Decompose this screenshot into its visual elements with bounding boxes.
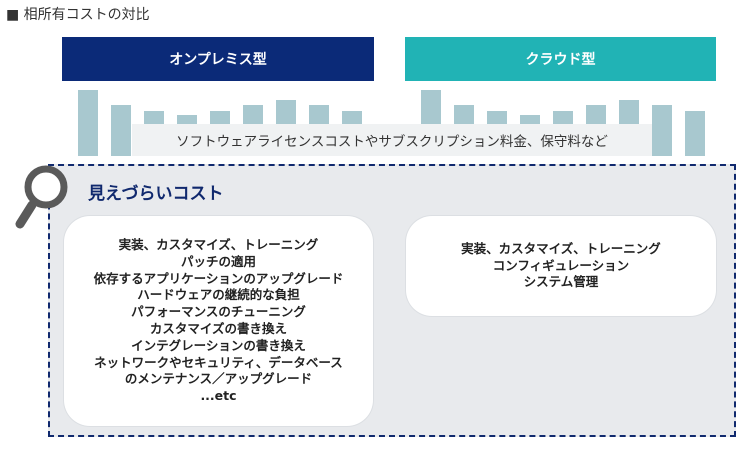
cost-bar — [685, 111, 705, 156]
page-title: ■ 相所有コストの対比 — [6, 7, 150, 23]
list-item: ネットワークやセキュリティ、データベース — [94, 354, 343, 370]
list-item: インテグレーションの書き換え — [131, 337, 306, 353]
list-item: カスタマイズの書き換え — [149, 321, 288, 336]
onprem-hidden-costs-card: 実装、カスタマイズ、トレーニング パッチの適用 依存するアプリケーションのアップ… — [64, 216, 373, 426]
list-item: ...etc — [200, 388, 237, 404]
cost-bar — [111, 105, 131, 156]
onprem-header: オンプレミス型 — [62, 37, 374, 81]
list-item: 実装、カスタマイズ、トレーニング — [118, 237, 319, 253]
hidden-costs-title: 見えづらいコスト — [88, 184, 224, 204]
magnifier-icon — [15, 165, 68, 229]
cloud-header: クラウド型 — [405, 37, 716, 81]
list-item: コンフィギュレーション — [492, 257, 630, 273]
cost-bar — [652, 105, 672, 156]
cloud-hidden-costs-card: 実装、カスタマイズ、トレーニング コンフィギュレーション システム管理 — [406, 216, 716, 316]
cost-bar — [78, 90, 98, 156]
list-item: 依存するアプリケーションのアップグレード — [93, 270, 344, 286]
list-item: ハードウェアの継続的な負担 — [137, 287, 300, 303]
list-item: のメンテナンス／アップグレード — [124, 371, 313, 387]
visible-costs-label: ソフトウェアライセンスコストやサブスクリプション料金、保守料など — [132, 124, 652, 156]
list-item: パッチの適用 — [180, 253, 256, 269]
list-item: 実装、カスタマイズ、トレーニング — [461, 240, 661, 256]
list-item: システム管理 — [523, 274, 599, 290]
list-item: パフォーマンスのチューニング — [131, 304, 306, 320]
